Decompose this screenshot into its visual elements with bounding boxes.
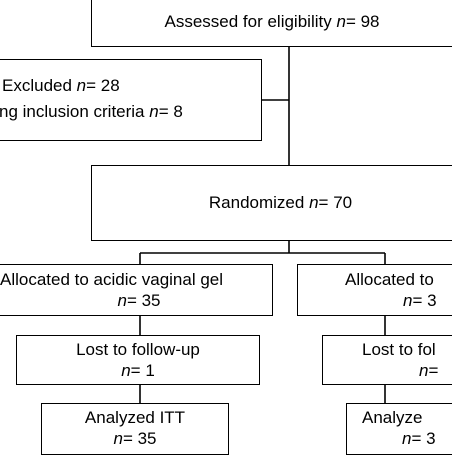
assessed-n-value: = 98 (345, 12, 380, 31)
right-analyzed-n-symbol: n (402, 429, 412, 448)
right-lost-label-line: Lost to fol (362, 340, 436, 360)
right-allocated-label-line: Allocated to (345, 270, 434, 290)
left-analyzed-box (41, 403, 229, 455)
left-lost-n-line: n= 1 (16, 361, 260, 381)
left-allocated-n-value: = 35 (126, 291, 161, 310)
right-analyzed-n-value: = 3 (411, 429, 436, 448)
not-meeting-criteria-label: ng inclusion criteria (0, 102, 145, 121)
assessed-n-symbol: n (336, 12, 346, 31)
right-analyzed-box (346, 403, 452, 455)
left-lost-label: Lost to follow-up (76, 340, 200, 359)
left-lost-n-value: = 1 (130, 361, 155, 380)
excluded-line-1: Excluded n= 28 (2, 76, 120, 96)
right-lost-box (322, 335, 452, 385)
left-allocated-label-line: Allocated to acidic vaginal gel (0, 270, 223, 290)
left-allocated-n-line: n= 35 (0, 291, 278, 311)
left-analyzed-n-symbol: n (113, 429, 123, 448)
right-analyzed-label-line: Analyze (362, 408, 422, 428)
right-lost-n-value: = (428, 361, 439, 380)
right-allocated-label: Allocated to (345, 270, 434, 289)
assessed-box (91, 0, 452, 47)
left-allocated-n-symbol: n (117, 291, 127, 310)
excluded-n-symbol: n (76, 76, 87, 95)
left-analyzed-label-line: Analyzed ITT (41, 408, 229, 428)
excluded-box (0, 59, 262, 141)
excluded-line-2: ng inclusion criteria n= 8 (0, 102, 183, 122)
randomized-label: Randomized (208, 193, 305, 212)
right-analyzed-label: Analyze (362, 408, 423, 427)
right-allocated-n-symbol: n (403, 291, 413, 310)
left-lost-label-line: Lost to follow-up (16, 340, 260, 360)
right-allocated-box (297, 264, 452, 316)
assessed-line: Assessed for eligibility n= 98 (91, 12, 452, 32)
left-analyzed-label: Analyzed ITT (84, 408, 186, 427)
excluded-label: Excluded (2, 76, 72, 95)
left-analyzed-n-line: n= 35 (41, 429, 229, 449)
right-lost-n-symbol: n (419, 361, 429, 380)
excluded-n-value: = 28 (86, 76, 120, 95)
not-meeting-criteria-n-symbol: n (149, 102, 159, 121)
randomized-box (91, 165, 452, 241)
left-lost-n-symbol: n (121, 361, 131, 380)
left-allocated-label: Allocated to acidic vaginal gel (0, 270, 224, 289)
right-allocated-n-value: = 3 (412, 291, 437, 310)
randomized-n-symbol: n (309, 193, 319, 212)
randomized-n-value: = 70 (318, 193, 353, 212)
right-lost-label: Lost to fol (362, 340, 436, 359)
not-meeting-criteria-n-value: = 8 (158, 102, 183, 121)
randomized-line: Randomized n= 70 (91, 193, 452, 213)
assessed-label: Assessed for eligibility (164, 12, 332, 31)
left-allocated-box (0, 264, 273, 316)
right-analyzed-n-line: n= 3 (402, 429, 436, 449)
left-lost-box (16, 335, 260, 385)
right-allocated-n-line: n= 3 (403, 291, 437, 311)
right-lost-n-line: n= (419, 361, 438, 381)
left-analyzed-n-value: = 35 (122, 429, 157, 448)
